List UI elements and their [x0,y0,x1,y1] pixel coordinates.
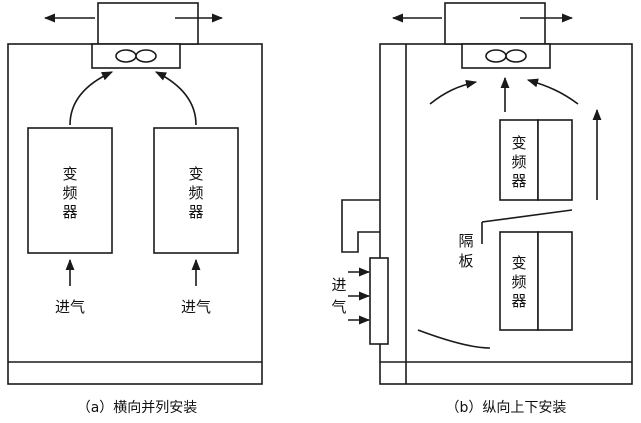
vfd-label-upper: 变 频 器 [511,134,526,190]
svg-text:器: 器 [511,292,526,310]
svg-text:频: 频 [188,184,203,202]
vfd-label-lower: 变 频 器 [511,254,526,310]
fan-icon [115,49,157,63]
exhaust-hood [97,2,199,45]
caption-b: （b）纵向上下安装 [446,400,567,416]
inlet-label-right: 进气 [181,298,211,316]
svg-text:频: 频 [62,184,77,202]
svg-text:频: 频 [511,273,526,291]
inlet-label-left: 进气 [55,298,85,316]
svg-text:器: 器 [188,203,203,221]
vfd-lower-side [537,231,573,331]
airflow-curve-right [154,71,197,126]
vfd-lower-front [499,231,539,331]
cabinet-outline [379,43,633,385]
airflow-curve-left [429,79,478,105]
airflow-curve-right [526,78,579,105]
vfd-label-left: 变 频 器 [62,165,77,221]
vfd-box-right [153,127,239,254]
vfd-label-right: 变 频 器 [188,165,203,221]
vfd-box-left [27,127,113,254]
svg-text:变: 变 [188,165,203,183]
svg-text:器: 器 [511,172,526,190]
vfd-upper-side [537,119,573,201]
airflow-curve-left [69,71,114,126]
caption-a: （a）横向并列安装 [77,400,198,416]
fan-icon [485,49,527,63]
svg-text:变: 变 [62,165,77,183]
airflow-curve-bottom [417,329,491,349]
exhaust-hood [444,2,546,45]
svg-text:变: 变 [511,134,526,152]
side-duct [341,199,380,253]
inlet-label: 进 气 [331,276,346,316]
svg-text:气: 气 [331,298,346,316]
inlet-filter [369,257,389,345]
cabinet-vertical [341,2,633,385]
svg-text:频: 频 [511,153,526,171]
svg-text:板: 板 [458,252,473,270]
partition-label: 隔 板 [458,232,473,270]
svg-text:变: 变 [511,254,526,272]
vfd-upper-front [499,119,539,201]
svg-text:进: 进 [331,276,346,294]
cabinet-horizontal [7,2,263,385]
svg-text:器: 器 [62,203,77,221]
svg-text:隔: 隔 [458,232,473,250]
partition-plate [481,209,573,223]
